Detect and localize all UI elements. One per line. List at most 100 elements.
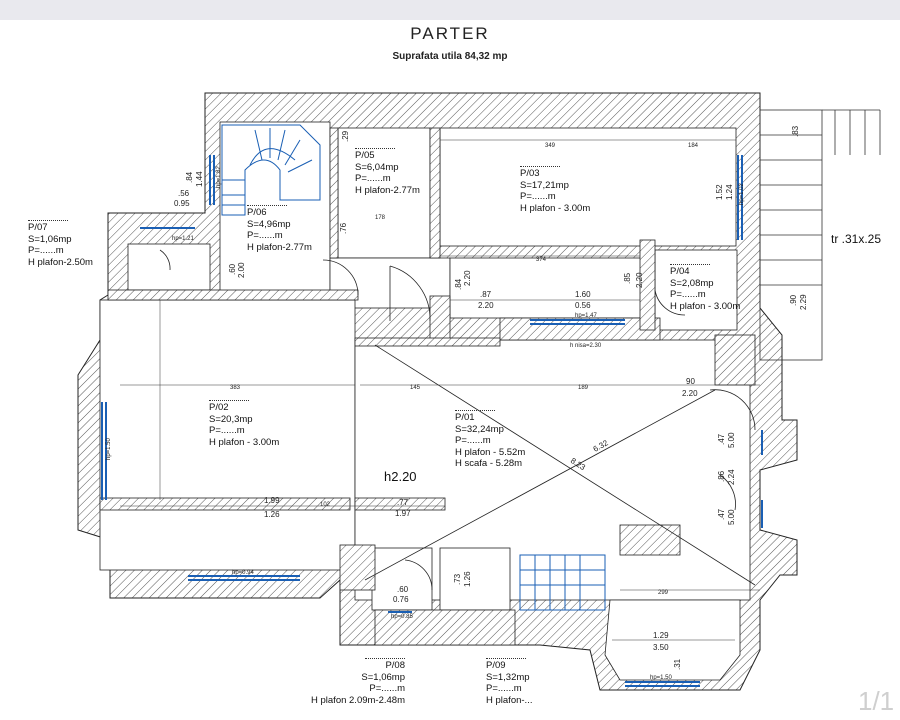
dim-1-60: 1.60 (575, 290, 591, 299)
windows (101, 155, 763, 687)
dim-90: 90 (686, 377, 695, 386)
room-height: H plafon - 3.00m (520, 202, 591, 214)
dim-2-24: 2.24 (727, 469, 736, 485)
dim-1-99: 1.99 (264, 496, 280, 505)
room-p08-area (371, 547, 433, 611)
room-code: P/09 (486, 658, 526, 672)
room-height: H plafon-2.77m (355, 184, 420, 196)
hp-1-50-left: hp=1.50 (106, 437, 112, 460)
interior-partitions (99, 127, 756, 646)
room-cove-height: H scafa - 5.28m (455, 458, 523, 469)
dim-2-20a: 2.20 (478, 301, 494, 310)
dim-84: .84 (454, 278, 463, 290)
dim-1-26: 1.26 (264, 510, 280, 519)
room-area: S=4,96mp (247, 218, 291, 230)
room-label-p08: P/08 S=1,06mp P=......m H plafon 2.09m-2… (300, 658, 405, 706)
room-perimeter: P=......m (486, 683, 522, 694)
dim-73: .73 (453, 573, 462, 585)
room-label-p07: P/07 S=1,06mp P=......m H plafon-2.50m (28, 220, 93, 268)
spiral-stair (221, 124, 321, 216)
room-area: S=17,21mp (520, 179, 569, 191)
corridor-east-area (449, 257, 651, 319)
height-annotation: h2.20 (384, 469, 417, 484)
room-code: P/06 (247, 205, 287, 219)
room-height: H plafon-... (486, 694, 533, 706)
hp-0-85: hp=0.85 (391, 614, 414, 620)
h-nisa: h nisa=2.30 (570, 343, 602, 349)
dim-178: 178 (375, 215, 386, 221)
dim-1-44: 1.44 (195, 171, 204, 187)
dim-1-29: 1.29 (653, 631, 669, 640)
dim-2-20b: 2.20 (463, 270, 472, 286)
dim-299: 299 (658, 590, 669, 596)
dim-0-56: 0.56 (575, 301, 591, 310)
dim-1-24: 1.24 (725, 184, 734, 200)
room-label-p06: P/06 S=4,96mp P=......m H plafon-2.77m (247, 205, 312, 253)
dim-47b: .47 (717, 508, 726, 520)
dim-2-29: 2.29 (799, 294, 808, 310)
dim-3-50: 3.50 (653, 643, 669, 652)
dim-383: 383 (230, 385, 241, 391)
room-code: P/02 (209, 400, 249, 414)
room-code: P/07 (28, 220, 68, 234)
room-p06-area (219, 121, 331, 293)
dim-1-52: 1.52 (715, 184, 724, 200)
room-label-p04: P/04 S=2,08mp P=......m H plafon - 3.00m (670, 264, 740, 312)
room-label-p03: P/03 S=17,21mp P=......m H plafon - 3.00… (520, 166, 590, 214)
room-code: P/01 (455, 410, 495, 424)
dim-60b: .60 (228, 263, 237, 275)
room-perimeter: P=......m (28, 245, 64, 256)
exterior-stair (759, 109, 881, 361)
room-code: P/03 (520, 166, 560, 180)
dim-5-00a: 5.00 (727, 432, 736, 448)
hp-1-21: hp=1.21 (172, 236, 195, 242)
dim-1-97: 1.97 (395, 509, 411, 518)
room-area: S=32,24mp (455, 423, 504, 435)
room-code: P/05 (355, 148, 395, 162)
room-p07-area (127, 243, 211, 291)
dim-5-00b: 5.00 (727, 509, 736, 525)
dim-189: 189 (578, 385, 589, 391)
room-height: H plafon-2.77m (247, 241, 312, 253)
viewer-top-bar (0, 0, 900, 20)
room-height: H plafon - 3.00m (209, 436, 280, 448)
room-height: H plafon - 3.00m (670, 300, 741, 312)
dim-29: .29 (341, 130, 350, 142)
room-perimeter: P=......m (455, 435, 491, 446)
room-perimeter: P=......m (247, 230, 283, 241)
interior-stair (519, 554, 606, 611)
dim-2-20d: 2.20 (682, 389, 698, 398)
room-perimeter: P=......m (670, 289, 706, 300)
dim-374: 374 (536, 257, 547, 263)
hp-1-50-bottom: hp=1.50 (650, 675, 673, 681)
doors (159, 249, 756, 591)
hp-1-47: hp=1.47 (575, 313, 598, 319)
dim-349: 349 (545, 143, 556, 149)
interior-spaces (99, 121, 751, 681)
dim-90b: .90 (789, 294, 798, 306)
dim-87: .87 (480, 290, 492, 299)
room-height: H plafon - 5.52m (455, 446, 526, 458)
room-code: P/04 (670, 264, 710, 278)
room-height: H plafon 2.09m-2.48m (311, 694, 405, 706)
dim-145: 145 (410, 385, 421, 391)
room-area: S=1,06mp (28, 233, 72, 245)
dim-76: .76 (339, 222, 348, 234)
dim-0-76: 0.76 (393, 595, 409, 604)
stair-annotation: tr .31x.25 (831, 232, 882, 246)
hp-1-02: hp=1.02 (739, 182, 745, 205)
page-number: 1/1 (858, 686, 895, 716)
room-p03-area (439, 127, 737, 247)
room-label-p09: P/09 S=1,32mp P=......m H plafon-... (486, 658, 532, 706)
room-area: S=20,3mp (209, 413, 253, 425)
dim-0-95: 0.95 (174, 199, 190, 208)
dim-102: 102 (320, 502, 331, 508)
dim-56: .56 (178, 189, 190, 198)
dim-86: .86 (717, 470, 726, 482)
room-label-p05: P/05 S=6,04mp P=......m H plafon-2.77m (355, 148, 420, 196)
room-perimeter: P=......m (209, 425, 245, 436)
dim-47a: .47 (717, 433, 726, 445)
dim-2-00: 2.00 (237, 262, 246, 278)
room-label-p01: P/01 S=32,24mp P=......m H plafon - 5.52… (455, 410, 525, 470)
